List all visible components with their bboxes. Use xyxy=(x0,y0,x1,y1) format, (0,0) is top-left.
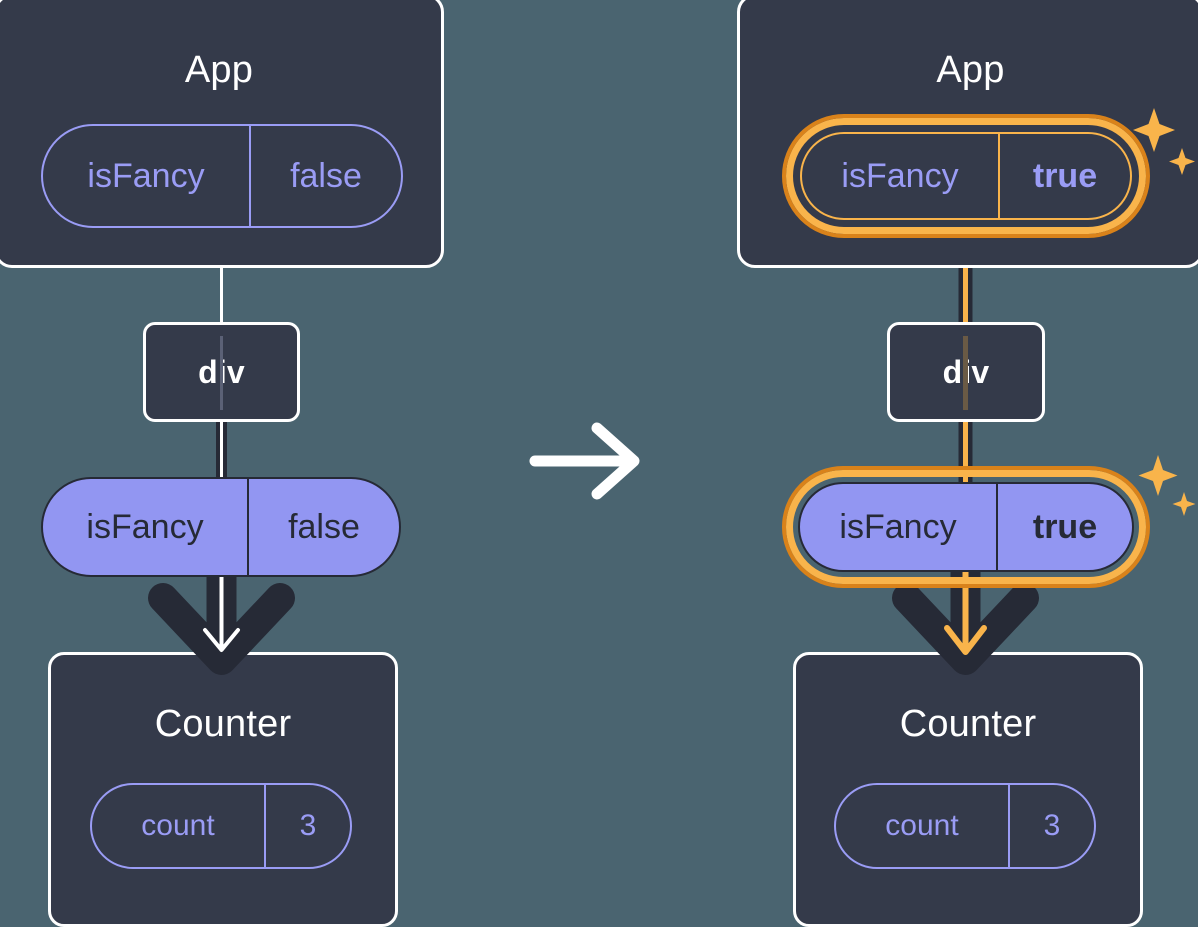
state-pill-key: count xyxy=(141,809,215,842)
state-pill-key: isFancy xyxy=(841,157,959,195)
prop-pill-isfancy-after[interactable]: isFancy true xyxy=(798,482,1134,572)
component-title-counter-after: Counter xyxy=(899,703,1037,745)
state-pill-count-counter-before[interactable]: count 3 xyxy=(90,783,352,869)
prop-pill-key: isFancy xyxy=(86,508,204,546)
state-pill-key: count xyxy=(885,809,959,842)
prop-pill-value: false xyxy=(247,479,399,575)
state-pill-value: true xyxy=(998,134,1130,218)
prop-pill-key: isFancy xyxy=(839,508,957,546)
highlight-ring-prop-after xyxy=(782,466,1150,588)
state-pill-value: false xyxy=(249,126,401,226)
state-pill-isfancy-app-before[interactable]: isFancy false xyxy=(41,124,403,228)
component-title-counter-before: Counter xyxy=(154,703,292,745)
state-pill-key: isFancy xyxy=(87,157,205,195)
component-title-app-after: App xyxy=(936,49,1005,91)
state-pill-isfancy-app-after[interactable]: isFancy true xyxy=(800,132,1132,220)
state-pill-count-counter-after[interactable]: count 3 xyxy=(834,783,1096,869)
component-title-app-before: App xyxy=(184,49,254,91)
state-pill-value: 3 xyxy=(264,785,350,867)
prop-pill-isfancy-before[interactable]: isFancy false xyxy=(41,477,401,577)
prop-pill-value: true xyxy=(996,484,1132,570)
state-pill-value: 3 xyxy=(1008,785,1094,867)
